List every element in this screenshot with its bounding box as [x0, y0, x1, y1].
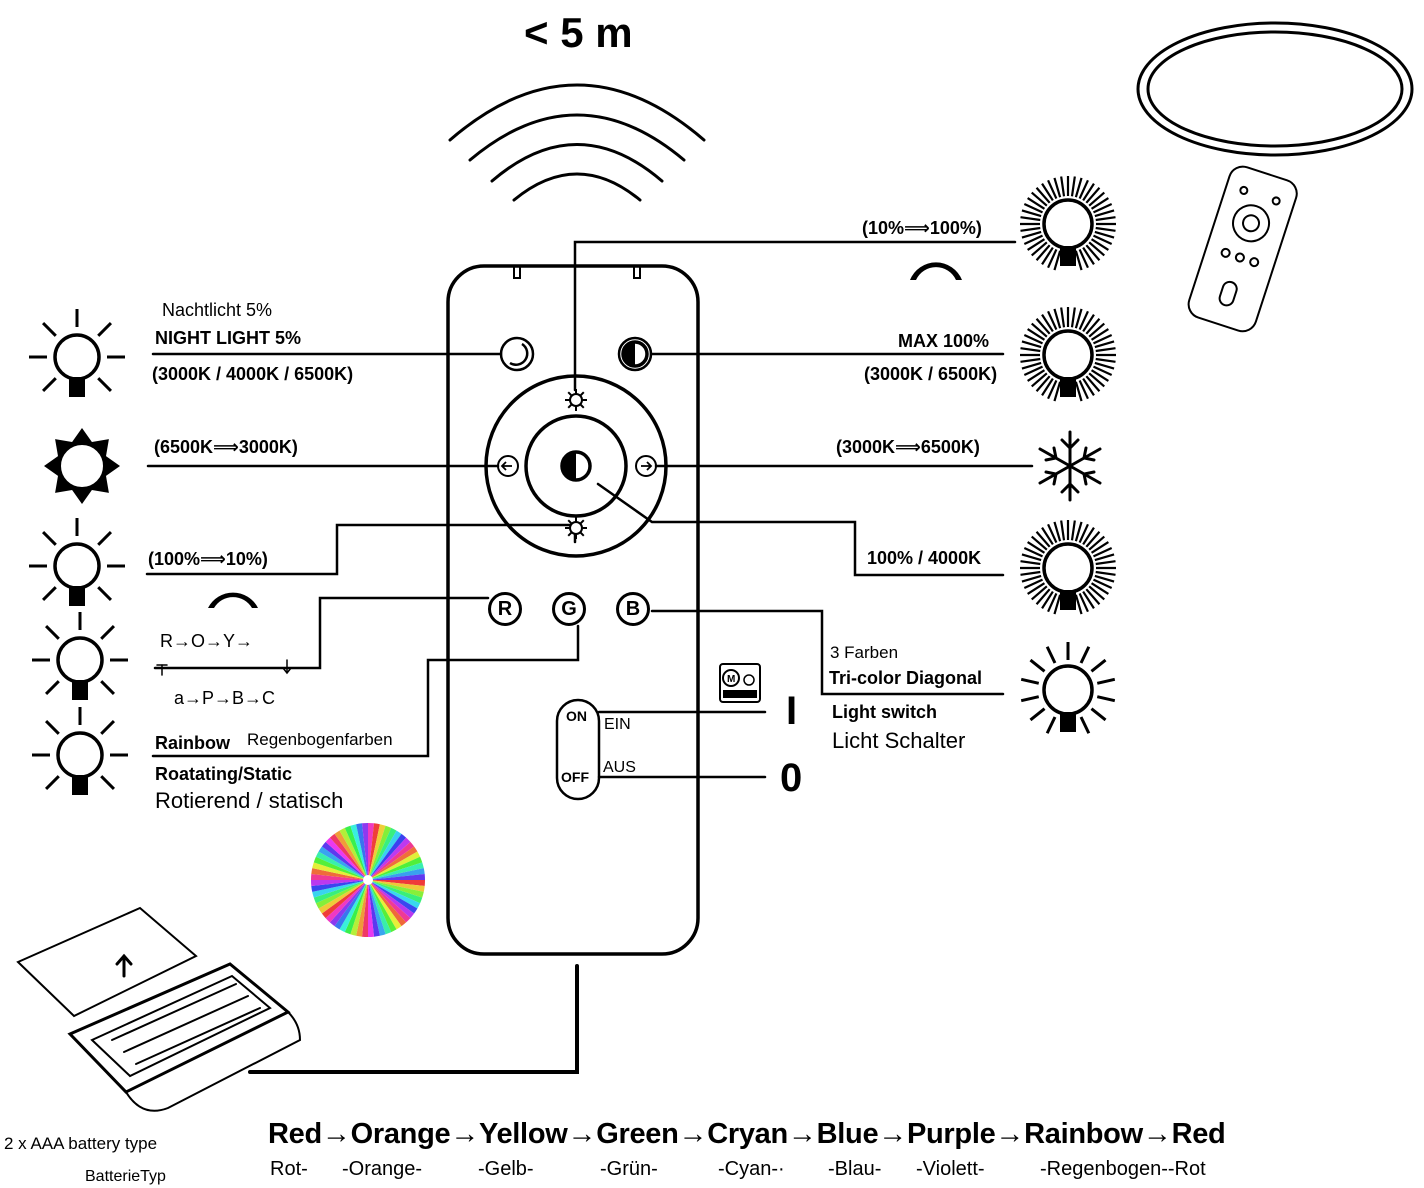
seq-en-item: Red→ — [268, 1118, 351, 1150]
color-sequence-en: Red→Orange→Yellow→Green→Cryan→Blue→Purpl… — [268, 1118, 1226, 1150]
seq-de-item: -Regenbogen--Rot — [1040, 1158, 1206, 1180]
night-light-cct-label: (3000K / 4000K / 6500K) — [152, 364, 354, 384]
seq-en-item: Yellow→ — [479, 1118, 597, 1150]
brightness-up-icon — [565, 389, 587, 411]
seq-de-item: -Violett- — [916, 1158, 985, 1180]
seq-en-item: Red — [1171, 1118, 1226, 1150]
seq-en-item: Rainbow→ — [1024, 1118, 1172, 1150]
ceiling-lamp-icon — [1136, 21, 1414, 157]
center-button[interactable] — [524, 414, 628, 518]
seq-de-item: -Cyan-· — [718, 1158, 785, 1180]
dim-down-label: (100%⟹10%) — [148, 549, 268, 569]
seq-de-item: -Gelb- — [478, 1158, 534, 1180]
switch-off-label: OFF — [561, 769, 589, 785]
seq-de-item: -Blau- — [828, 1158, 882, 1180]
memory-function-icon: M — [719, 663, 761, 703]
on-symbol-label: I — [786, 689, 798, 733]
dim-up-bulb-icon — [1020, 176, 1116, 271]
seq-en-item: Cryan→ — [707, 1118, 817, 1150]
max-cct-label: (3000K / 6500K) — [864, 364, 998, 384]
light-switch-label: Light switch — [832, 702, 937, 722]
signal-waves-icon — [448, 83, 706, 202]
tricolor-de-label: 3 Farben — [830, 643, 899, 662]
battery-type-label: 2 x AAA battery type — [4, 1134, 158, 1153]
center-label: 100% / 4000K — [867, 548, 982, 568]
sequence-top-label: R→O→Y→ — [160, 631, 254, 651]
seq-en-item: Green→ — [596, 1118, 708, 1150]
mini-remote-icon — [1187, 165, 1298, 333]
rotating-label: Roatating/Static — [155, 764, 293, 784]
color-wheel-icon — [310, 822, 426, 938]
range-label: < 5 m — [524, 9, 633, 56]
warm-label: (6500K⟹3000K) — [154, 437, 298, 457]
brightness-down-icon — [565, 517, 587, 539]
switch-on-label: ON — [566, 708, 587, 724]
color-sequence-de: Rot- -Orange- -Gelb- -Grün- -Cyan-· -Blau- -Vi… — [270, 1159, 1206, 1179]
on-off-switch[interactable] — [555, 698, 601, 801]
red-button[interactable]: R — [488, 592, 522, 626]
blue-button[interactable]: B — [616, 592, 650, 626]
light-switch-de-label: Licht Schalter — [832, 728, 966, 753]
night-light-label: NIGHT LIGHT 5% — [155, 328, 302, 348]
night-light-de-label: Nachtlicht 5% — [162, 300, 273, 320]
off-symbol-label: 0 — [780, 756, 803, 800]
max-label: MAX 100% — [898, 331, 990, 351]
tricolor-label: Tri-color Diagonal — [829, 668, 983, 688]
dim-down-bulb-icon — [29, 518, 125, 606]
seq-de-item: -Grün- — [600, 1158, 658, 1180]
seq-en-item: Purple→ — [906, 1118, 1025, 1150]
seq-en-item: Orange→ — [350, 1118, 480, 1150]
center-bulb-icon — [1020, 520, 1116, 615]
warm-sun-icon — [44, 428, 120, 504]
dim-up-label: (10%⟹100%) — [862, 218, 982, 238]
sequence-bottom-label: a→P→B→C — [174, 688, 276, 708]
night-light-bulb-icon — [29, 309, 125, 397]
rgb-bulb-icon — [32, 612, 128, 700]
battery-compartment-icon — [16, 906, 302, 1112]
rainbow-label: Rainbow — [155, 733, 230, 753]
rainbow-de-label: Regenbogenfarben — [247, 730, 393, 749]
seq-de-item: Rot- — [270, 1158, 308, 1180]
seq-de-item: -Orange- — [342, 1158, 423, 1180]
rainbow-bulb-icon — [32, 707, 128, 795]
ein-label: EIN — [604, 716, 631, 733]
tricolor-bulb-icon — [1020, 642, 1116, 734]
green-button[interactable]: G — [552, 592, 586, 626]
aus-label: AUS — [603, 759, 636, 776]
max-bulb-icon — [1020, 307, 1116, 402]
seq-en-item: Blue→ — [816, 1118, 908, 1150]
svg-text:M: M — [727, 674, 735, 685]
cool-label: (3000K⟹6500K) — [836, 437, 980, 457]
snowflake-icon — [1038, 430, 1102, 502]
battery-type-de-label: BatterieTyp — [85, 1168, 166, 1185]
rotating-de-label: Rotierend / statisch — [155, 788, 344, 813]
